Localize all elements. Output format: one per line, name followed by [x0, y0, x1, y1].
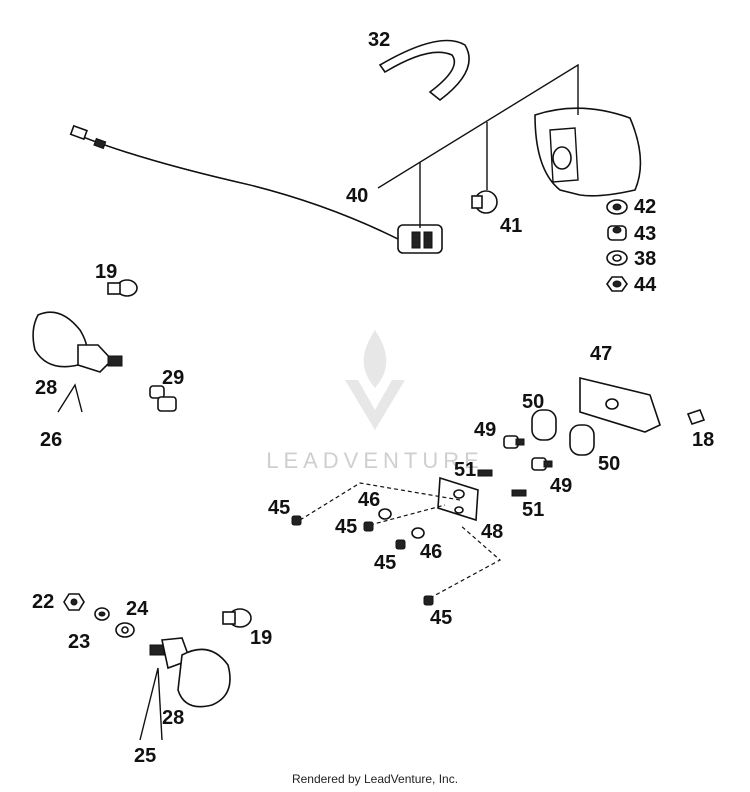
callout-24: 24	[126, 598, 149, 620]
callout-labels: 32 40 41 42 43 38 44 19 28 26 29 47 50 4…	[32, 29, 714, 767]
tail-lamp-housing-part	[534, 107, 642, 197]
rubber-sleeve-lower-part	[569, 424, 595, 456]
lamp-socket-part	[397, 224, 443, 254]
nut-22-part	[63, 593, 85, 611]
spacer-part	[607, 225, 627, 241]
callout-50-upper: 50	[522, 391, 544, 413]
stud-upper-part	[503, 435, 525, 449]
callout-47: 47	[590, 343, 612, 365]
screw-upper-part	[477, 469, 493, 477]
washer-46-a-part	[378, 508, 392, 520]
callout-40: 40	[346, 185, 368, 207]
nut-part	[606, 276, 628, 292]
indicator-bulb-lower-part	[222, 608, 252, 628]
callout-48: 48	[481, 521, 503, 543]
nut-45-b-part	[363, 521, 374, 532]
nut-45-a-part	[291, 515, 302, 526]
callout-38: 38	[634, 248, 656, 270]
license-plate-lamp-part	[579, 376, 661, 433]
callout-28-lower: 28	[162, 707, 184, 729]
wiring-harness-part	[69, 124, 401, 241]
tail-bulb-part	[471, 190, 498, 214]
callout-22: 22	[32, 591, 54, 613]
rubber-strip-part	[378, 39, 470, 102]
callout-45-d: 45	[430, 607, 452, 629]
stud-lower-part	[531, 457, 553, 471]
rubber-sleeve-upper-part	[531, 409, 557, 441]
callout-51-lower: 51	[522, 499, 544, 521]
nut-45-d-part	[423, 595, 434, 606]
callout-19-lower: 19	[250, 627, 272, 649]
callout-49-lower: 49	[550, 475, 572, 497]
washer-part	[606, 250, 628, 266]
callout-32: 32	[368, 29, 390, 51]
callout-44: 44	[634, 274, 657, 296]
callout-29: 29	[162, 367, 184, 389]
callout-45-b: 45	[335, 516, 357, 538]
callout-46-a: 46	[358, 489, 380, 511]
mounting-plate-part	[437, 476, 479, 522]
watermark-logo	[345, 330, 405, 430]
callout-45-a: 45	[268, 497, 290, 519]
callout-25: 25	[134, 745, 156, 767]
indicator-upper-part	[32, 311, 123, 373]
indicator-bulb-upper-part	[107, 279, 138, 297]
callout-43: 43	[634, 223, 656, 245]
nut-45-c-part	[395, 539, 406, 550]
callout-23: 23	[68, 631, 90, 653]
callout-46-b: 46	[420, 541, 442, 563]
washer-46-b-part	[411, 527, 425, 539]
callout-26: 26	[40, 429, 62, 451]
callout-49-upper: 49	[474, 419, 496, 441]
watermark-text: LEADVENTURE	[266, 448, 484, 473]
callout-19-upper: 19	[95, 261, 117, 283]
screw-lower-part	[511, 489, 527, 497]
footer-credit: Rendered by LeadVenture, Inc.	[291, 772, 459, 786]
clip-part	[686, 409, 706, 425]
callout-50-lower: 50	[598, 453, 620, 475]
callout-28-upper: 28	[35, 377, 57, 399]
callout-51-upper: 51	[454, 459, 476, 481]
lock-washer-23-part	[94, 607, 110, 621]
indicator-lower-part	[149, 637, 231, 708]
callout-45-c: 45	[374, 552, 396, 574]
washer-24-part	[115, 622, 135, 638]
callout-42: 42	[634, 196, 656, 218]
grommet-part	[606, 199, 628, 215]
callout-41: 41	[500, 215, 522, 237]
callout-18: 18	[692, 429, 714, 451]
indicator-stud-part	[149, 385, 177, 412]
